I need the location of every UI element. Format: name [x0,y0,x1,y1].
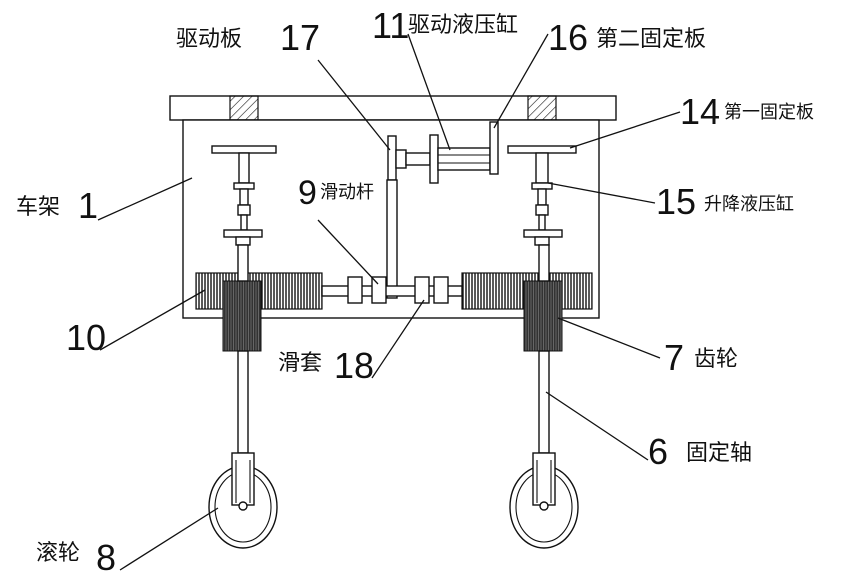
label-second-plate: 第二固定板 [596,27,706,52]
drive-hydraulic-cylinder [387,121,499,184]
right-roller [509,452,579,549]
leader-lines [97,33,681,571]
label-shaft: 固定轴 [686,441,752,466]
left-roller [208,452,278,549]
label-sleeve: 滑套 [278,351,322,376]
center-shaft [321,276,463,304]
right-lift-cylinder [507,145,577,246]
slide-rod [386,179,398,299]
label-8: 8 [96,537,116,578]
label-drive-plate: 驱动板 [176,27,242,52]
left-gear [222,280,262,352]
label-17: 17 [280,17,320,58]
right-gear [523,280,563,352]
label-11: 11 [372,5,409,46]
label-first-plate: 第一固定板 [724,102,814,123]
label-drive-cylinder: 驱动液压缸 [408,13,518,38]
label-6: 6 [648,431,668,472]
label-lift-cylinder: 升降液压缸 [704,193,794,215]
label-gear: 齿轮 [694,347,738,372]
label-7: 7 [664,337,684,378]
label-roller: 滚轮 [36,541,80,566]
label-slide-rod: 滑动杆 [320,182,374,203]
label-16: 16 [548,17,588,58]
label-1: 1 [78,185,98,226]
label-10: 10 [66,317,106,358]
label-frame: 车架 [16,195,60,220]
label-18: 18 [334,345,374,386]
left-lift-cylinder [211,145,277,246]
label-9: 9 [298,174,317,212]
label-15: 15 [656,181,696,222]
label-14: 14 [680,91,720,132]
drive-plate [169,95,617,121]
